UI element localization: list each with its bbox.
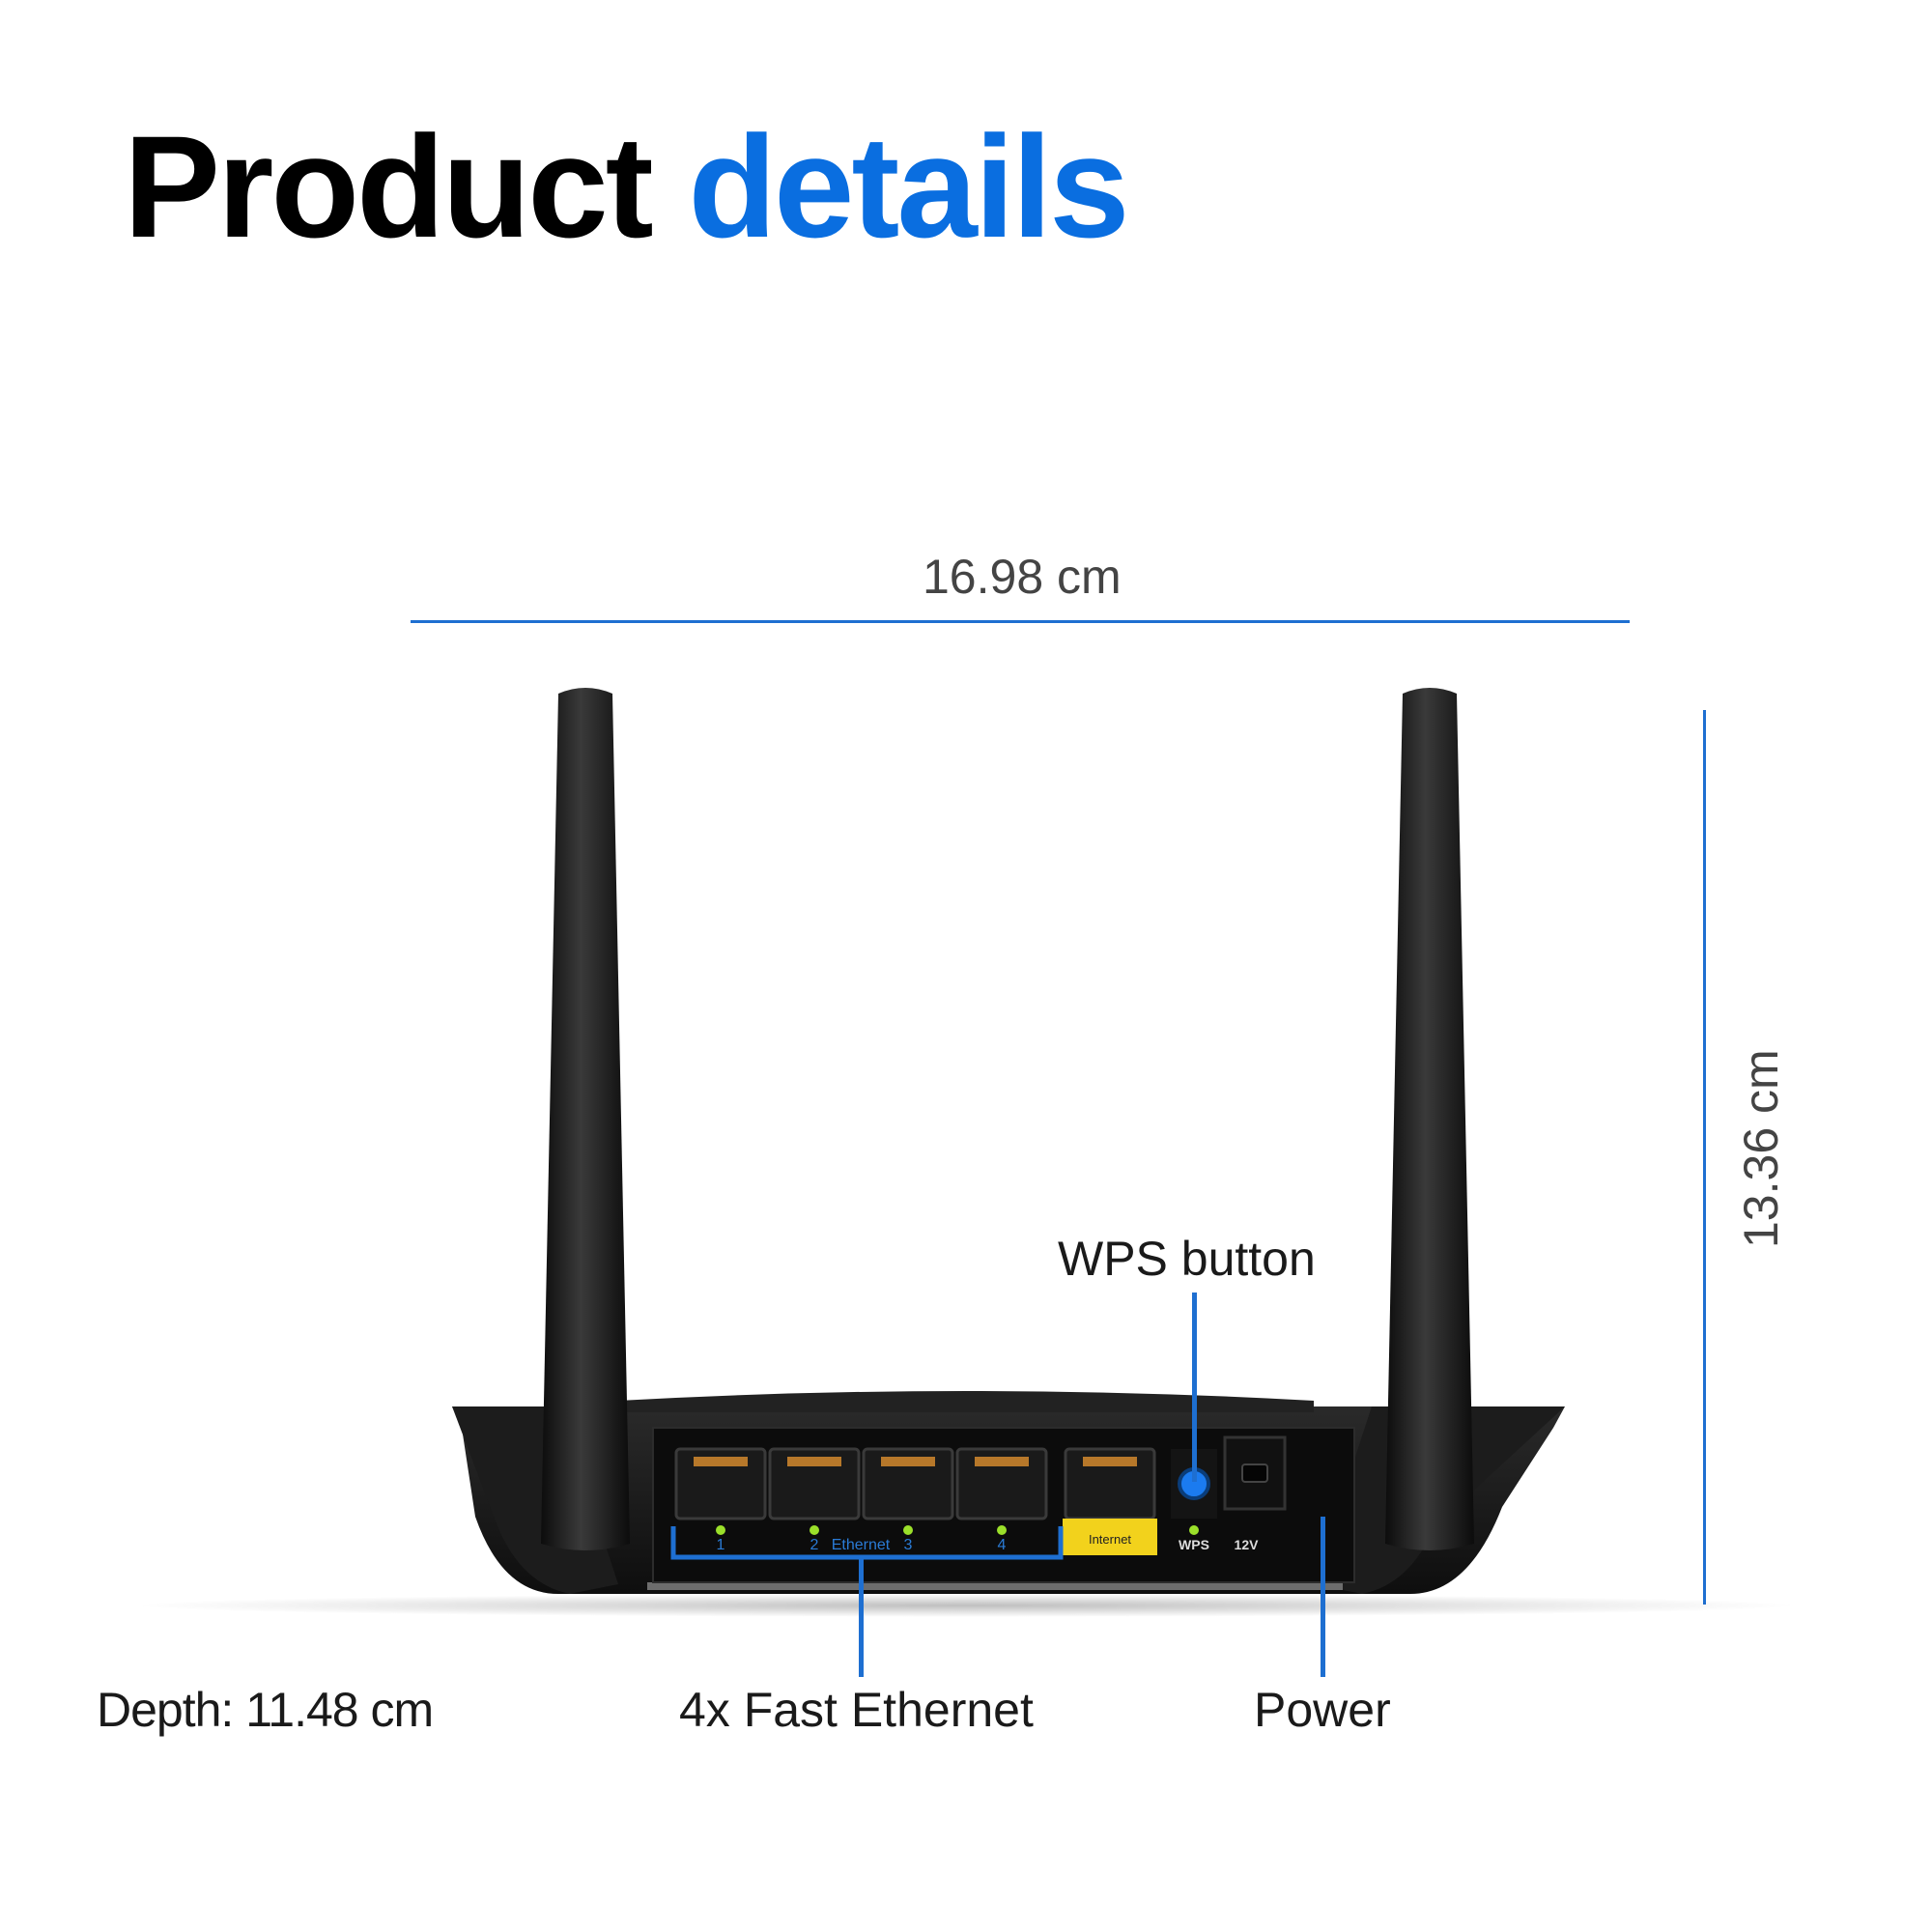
ethernet-bracket: [670, 1526, 1064, 1560]
depth-label: Depth: 11.48 cm: [97, 1683, 434, 1737]
ethernet-callout-line: [859, 1557, 864, 1677]
wps-button-label: WPS button: [1058, 1232, 1316, 1286]
ethernet-label: 4x Fast Ethernet: [679, 1683, 1034, 1737]
power-callout-line: [1321, 1517, 1325, 1677]
internet-tag: [1063, 1519, 1157, 1555]
svg-text:1: 1: [717, 1537, 725, 1553]
svg-text:2: 2: [810, 1537, 819, 1553]
wps-callout-line: [1192, 1293, 1197, 1482]
power-label: Power: [1254, 1683, 1391, 1737]
svg-text:12V: 12V: [1235, 1537, 1260, 1552]
width-dimension-label: 16.98 cm: [923, 550, 1122, 604]
page-title: Product details: [124, 114, 1130, 259]
svg-text:4: 4: [998, 1537, 1007, 1553]
svg-text:3: 3: [904, 1537, 913, 1553]
height-dimension-line: [1703, 710, 1706, 1605]
title-word-details: details: [688, 105, 1129, 268]
title-word-product: Product: [124, 105, 654, 268]
svg-text:WPS: WPS: [1179, 1537, 1209, 1552]
antenna-right: [1385, 688, 1474, 1550]
antenna-left: [541, 688, 630, 1550]
width-dimension-line: [411, 620, 1630, 623]
svg-text:Ethernet: Ethernet: [832, 1537, 891, 1553]
svg-text:Internet: Internet: [1089, 1532, 1131, 1547]
